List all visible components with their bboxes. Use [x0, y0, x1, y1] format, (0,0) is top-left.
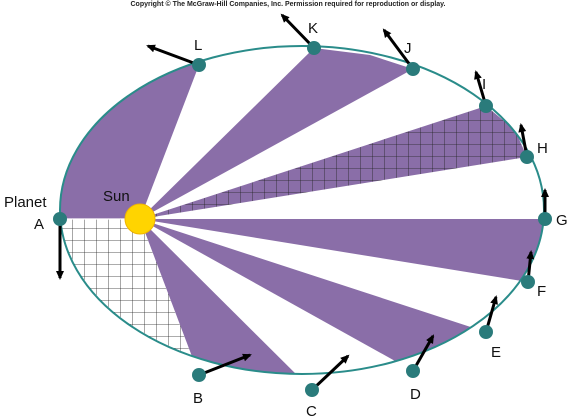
planet-dot-e: [479, 325, 493, 339]
planet-dot-b: [192, 368, 206, 382]
point-label-k: K: [308, 20, 318, 37]
arrow-k: [280, 13, 316, 50]
planet-dot-l: [192, 58, 206, 72]
arrow-l: [146, 44, 200, 67]
planet-dot-f: [521, 275, 535, 289]
point-label-l: L: [194, 37, 202, 54]
sun-label: Sun: [103, 188, 130, 205]
planet-dot-h: [520, 150, 534, 164]
point-label-h: H: [537, 140, 548, 157]
point-label-g: G: [556, 212, 568, 229]
point-label-c: C: [306, 403, 317, 420]
point-label-i: I: [482, 76, 486, 93]
planet-dot-g: [538, 212, 552, 226]
planet-positions: [53, 41, 552, 397]
sectors: [60, 46, 544, 374]
planet-label: Planet: [4, 194, 47, 211]
arrow-c: [310, 354, 350, 392]
point-label-j: J: [404, 40, 412, 57]
sector-f-g: [140, 219, 544, 282]
sun: [124, 203, 156, 235]
point-label-a: A: [34, 216, 44, 233]
point-label-d: D: [410, 386, 421, 403]
point-label-f: F: [537, 283, 546, 300]
arrow-b: [198, 353, 252, 377]
planet-dot-d: [406, 364, 420, 378]
copyright-notice: Copyright © The McGraw-Hill Companies, I…: [130, 0, 445, 8]
sector-j-k: [140, 48, 413, 219]
arrow-j: [382, 28, 415, 70]
sector-h-i-grid: [140, 106, 527, 219]
planet-dot-k: [307, 41, 321, 55]
planet-dot-c: [305, 383, 319, 397]
sector-b-c: [140, 219, 312, 374]
point-label-b: B: [193, 390, 203, 407]
sector-d-e: [140, 219, 486, 371]
point-label-e: E: [491, 344, 501, 361]
planet-dot-j: [406, 62, 420, 76]
planet-dot-i: [479, 99, 493, 113]
planet-dot-a: [53, 212, 67, 226]
